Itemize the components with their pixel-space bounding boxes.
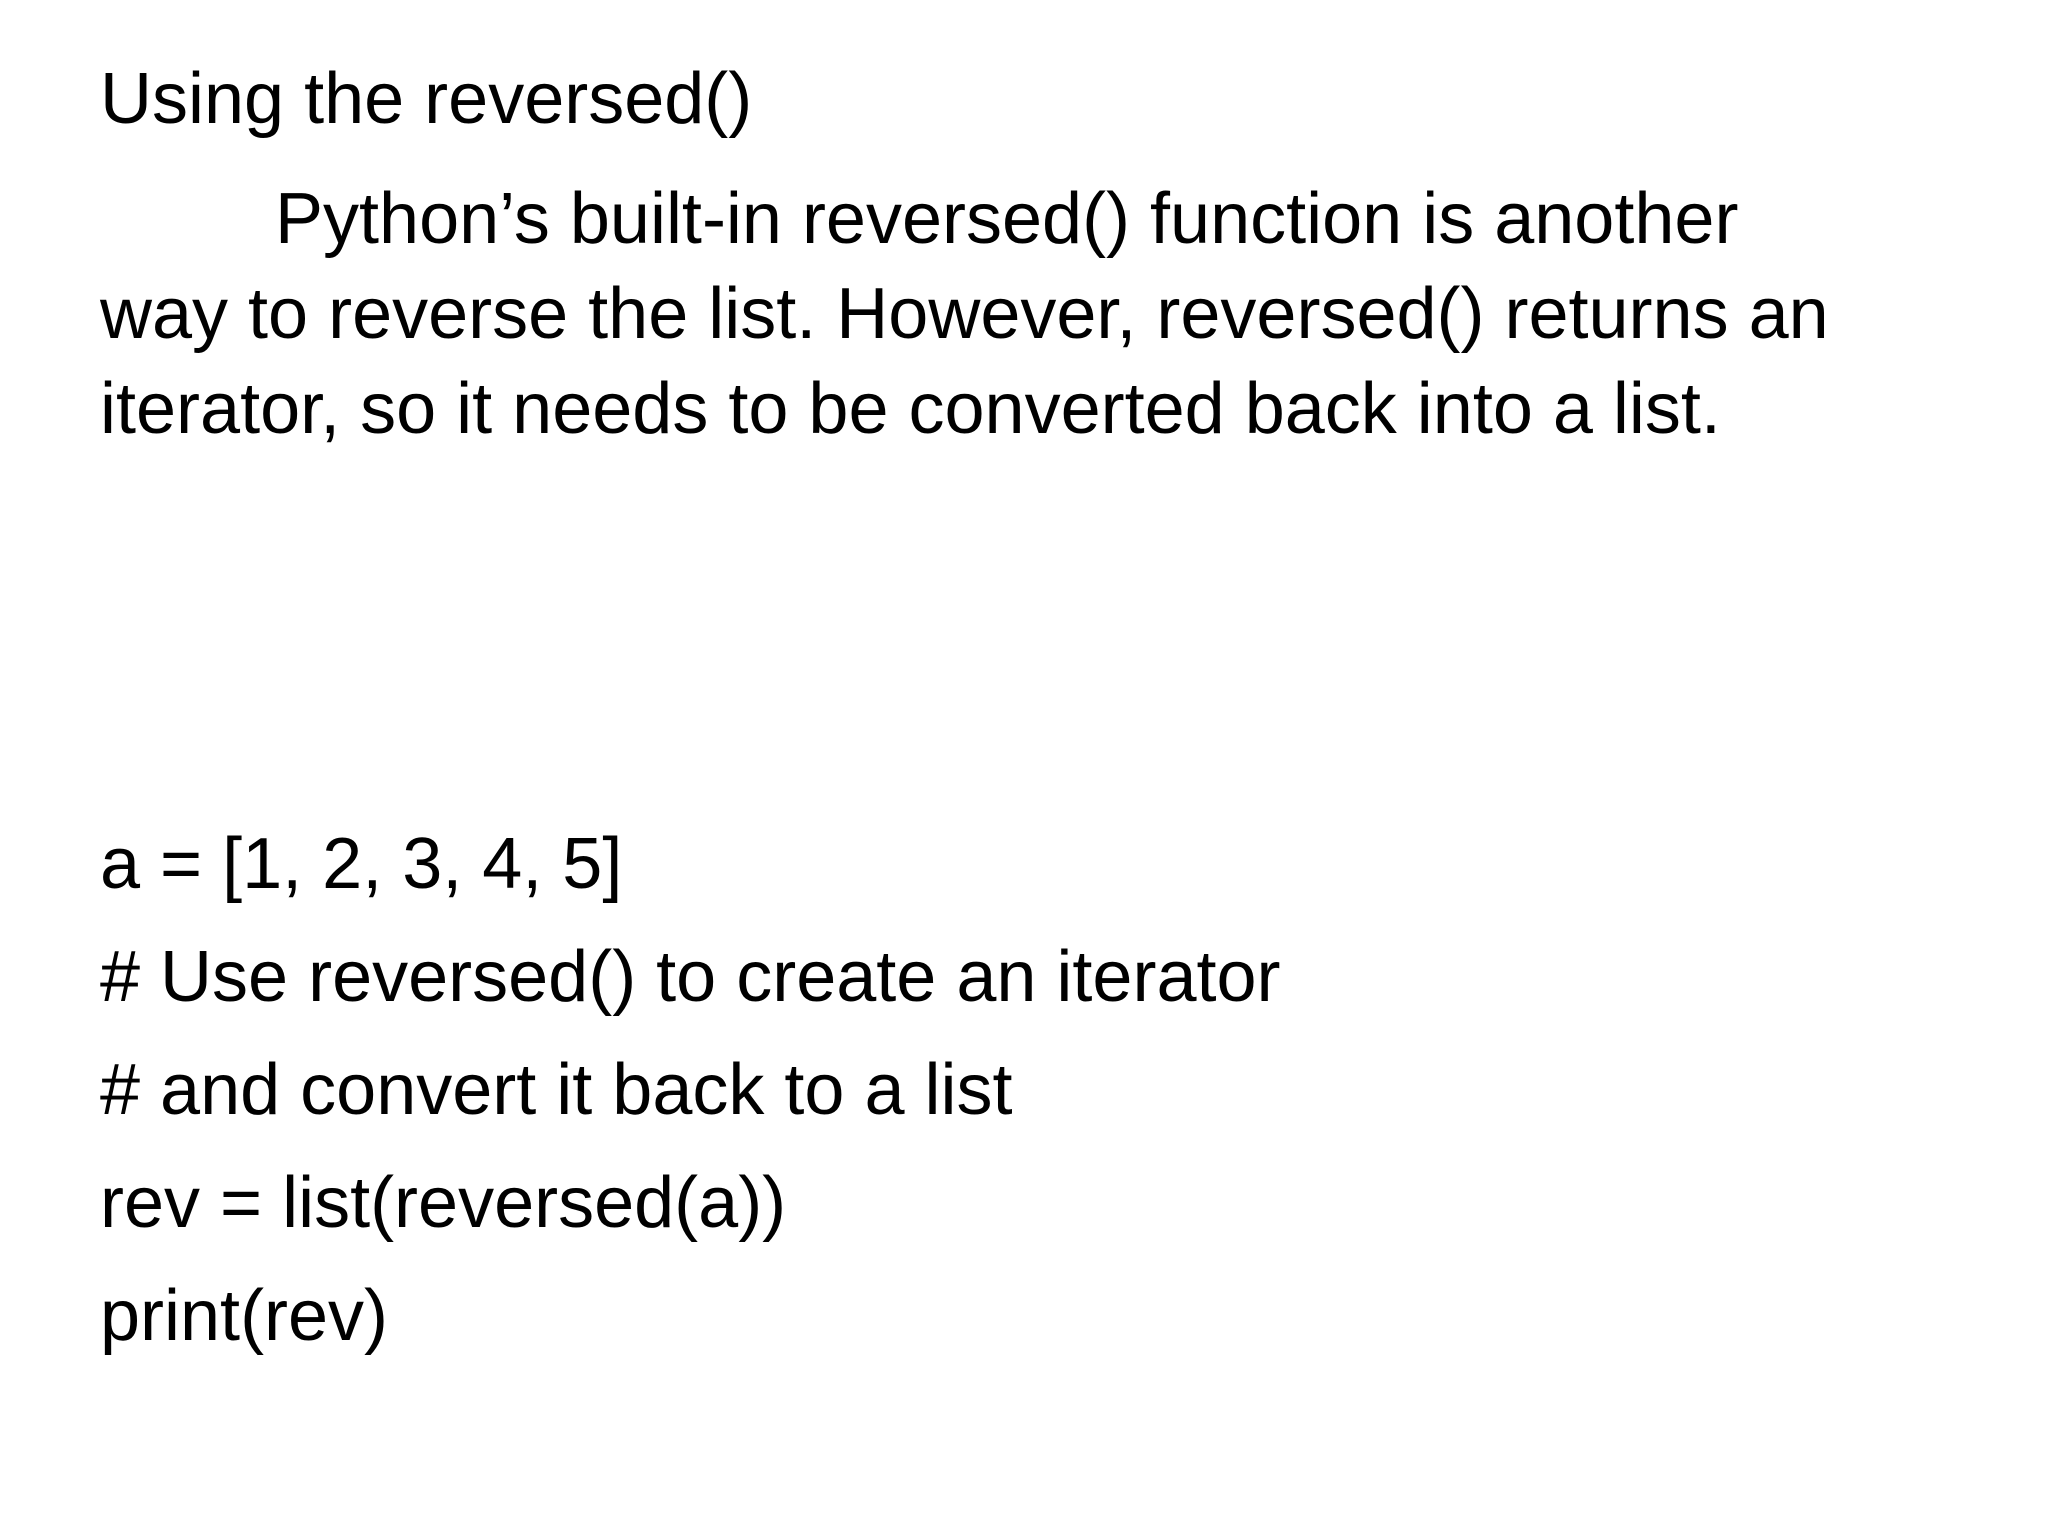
code-line-list-assignment: a = [1, 2, 3, 4, 5] [100,824,623,904]
code-line-comment-2: # and convert it back to a list [100,1050,1013,1130]
code-line-comment-1: # Use reversed() to create an iterator [100,937,1281,1017]
code-line-print: print(rev) [100,1276,389,1356]
code-line-reversed-call: rev = list(reversed(a)) [100,1163,787,1243]
body-paragraph: Python’s built-in reversed() function is… [100,179,1829,449]
slide-title: Using the reversed() [100,59,753,139]
code-block: a = [1, 2, 3, 4, 5] # Use reversed() to … [100,817,1988,1364]
